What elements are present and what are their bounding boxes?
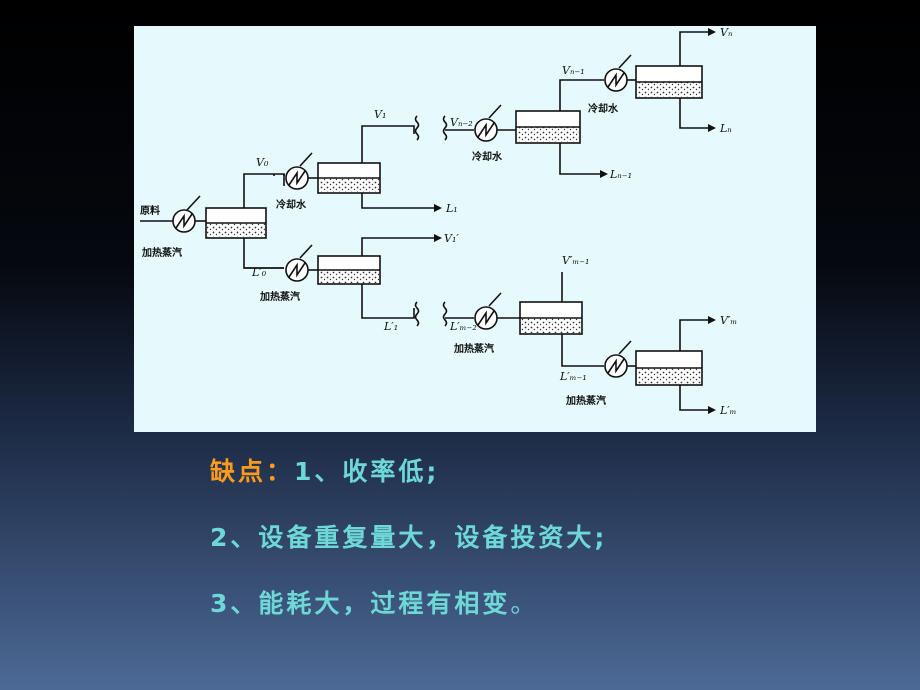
label-lm1: L′ₘ₋₁ — [559, 370, 587, 383]
tank-liquid — [521, 318, 581, 333]
label-heat-steam-m1: 加热蒸汽 — [453, 342, 494, 355]
liquid-stage-m1 — [445, 272, 604, 367]
tank-liquid — [207, 223, 265, 237]
vapor-stage-n1 — [445, 79, 608, 178]
label-heat-steam-m: 加热蒸汽 — [565, 394, 606, 407]
label-v1: V₁ — [374, 108, 386, 121]
label-vm: V′ₘ — [720, 314, 737, 327]
label-v1p: V₁′ — [444, 232, 459, 245]
tank-liquid — [517, 127, 579, 142]
label-heat-steam-1: 加热蒸汽 — [259, 290, 300, 303]
tank-liquid — [637, 82, 701, 97]
feed-stage — [140, 173, 285, 269]
tank-liquid — [319, 178, 379, 192]
label-l1: L₁ — [445, 202, 458, 215]
label-vn1: Vₙ₋₁ — [562, 64, 585, 77]
label-ln1: Lₙ₋₁ — [609, 168, 632, 181]
label-feed: 原料 — [140, 204, 160, 217]
label-lm2: L′ₘ₋₂ — [449, 320, 477, 333]
note-item-2: 2、设备重复量大，设备投资大; — [210, 523, 608, 552]
liquid-stage-m — [604, 316, 716, 414]
label-vn: Vₙ — [720, 26, 732, 39]
note-line-1: 缺点：1、收率低; — [210, 452, 439, 488]
note-line-3: 3、能耗大，过程有相变。 — [210, 584, 538, 620]
tank-liquid — [637, 368, 701, 384]
label-lm: L′ₘ — [719, 404, 737, 417]
note-item-3-end: 。 — [510, 589, 539, 618]
diagram-svg: 原料 加热蒸汽 V₀ 冷却水 V₁ L₁ L′₀ 加热蒸汽 V₁′ L′₁ Vₙ… — [140, 26, 737, 417]
note-item-3: 3、能耗大，过程有相变 — [210, 589, 511, 618]
label-l0p: L′₀ — [251, 266, 267, 279]
label-ln: Lₙ — [719, 122, 732, 135]
note-item-1: 1、收率低; — [294, 457, 440, 486]
tank-liquid — [319, 270, 379, 283]
label-cooling-water-n1: 冷却水 — [472, 150, 503, 163]
label-heat-steam-0: 加热蒸汽 — [141, 246, 182, 259]
note-heading: 缺点： — [210, 457, 295, 486]
label-vn2: Vₙ₋₂ — [450, 116, 473, 129]
label-vm1: V′ₘ₋₁ — [562, 254, 589, 267]
vapor-stage-n — [604, 28, 716, 132]
label-cooling-water-1: 冷却水 — [276, 198, 307, 211]
note-line-2: 2、设备重复量大，设备投资大; — [210, 518, 607, 554]
label-cooling-water-n: 冷却水 — [588, 102, 619, 115]
liquid-stage-1 — [244, 234, 442, 319]
process-diagram: 原料 加热蒸汽 V₀ 冷却水 V₁ L₁ L′₀ 加热蒸汽 V₁′ L′₁ Vₙ… — [134, 26, 816, 432]
label-l1p: L′₁ — [383, 320, 398, 333]
vapor-stage-1 — [273, 125, 442, 212]
label-v0: V₀ — [256, 156, 269, 169]
break-marks — [414, 115, 448, 327]
